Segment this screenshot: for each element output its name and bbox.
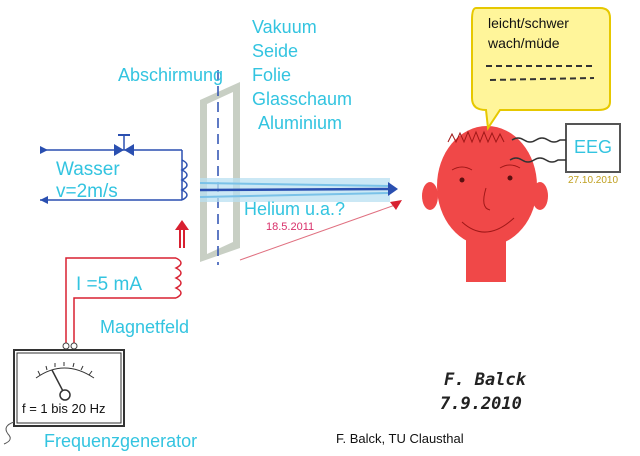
material-aluminium: Aluminium [258,113,343,133]
eeg-device [509,123,621,173]
material-seide: Seide [252,41,299,61]
bubble-line-1: leicht/schwer [488,15,569,31]
eeg-date: 27.10.2010 [568,175,619,186]
water-pipes [40,134,188,204]
frequency-generator [3,349,125,445]
signature-date: 7.9.2010 [440,394,522,414]
water-label: Wasser [56,159,120,180]
head [422,126,548,282]
shielding-plate [200,70,240,265]
red-pointer-line [239,200,402,261]
frequency-label: f = 1 bis 20 Hz [22,401,106,416]
helium-date: 18.5.2011 [266,221,315,233]
material-vakuum: Vakuum [252,17,317,37]
eeg-label: EEG [574,137,613,157]
speed-label: v=2m/s [56,181,118,202]
magnet-circuit [62,257,182,350]
field-arrow [175,220,189,248]
bubble-line-2: wach/müde [488,35,560,51]
helium-label: Helium u.a.? [244,199,346,219]
material-glasschaum: Glasschaum [252,89,353,109]
current-label: I =5 mA [76,274,142,295]
material-folie: Folie [252,65,292,85]
credit-label: F. Balck, TU Clausthal [336,431,464,446]
helium-beam [199,178,398,202]
shielding-label: Abschirmung [118,65,224,85]
magnetfeld-label: Magnetfeld [100,317,190,337]
thought-bubble [471,7,611,131]
signature-name: F. Balck [444,370,526,390]
generator-label: Frequenzgenerator [44,431,198,451]
